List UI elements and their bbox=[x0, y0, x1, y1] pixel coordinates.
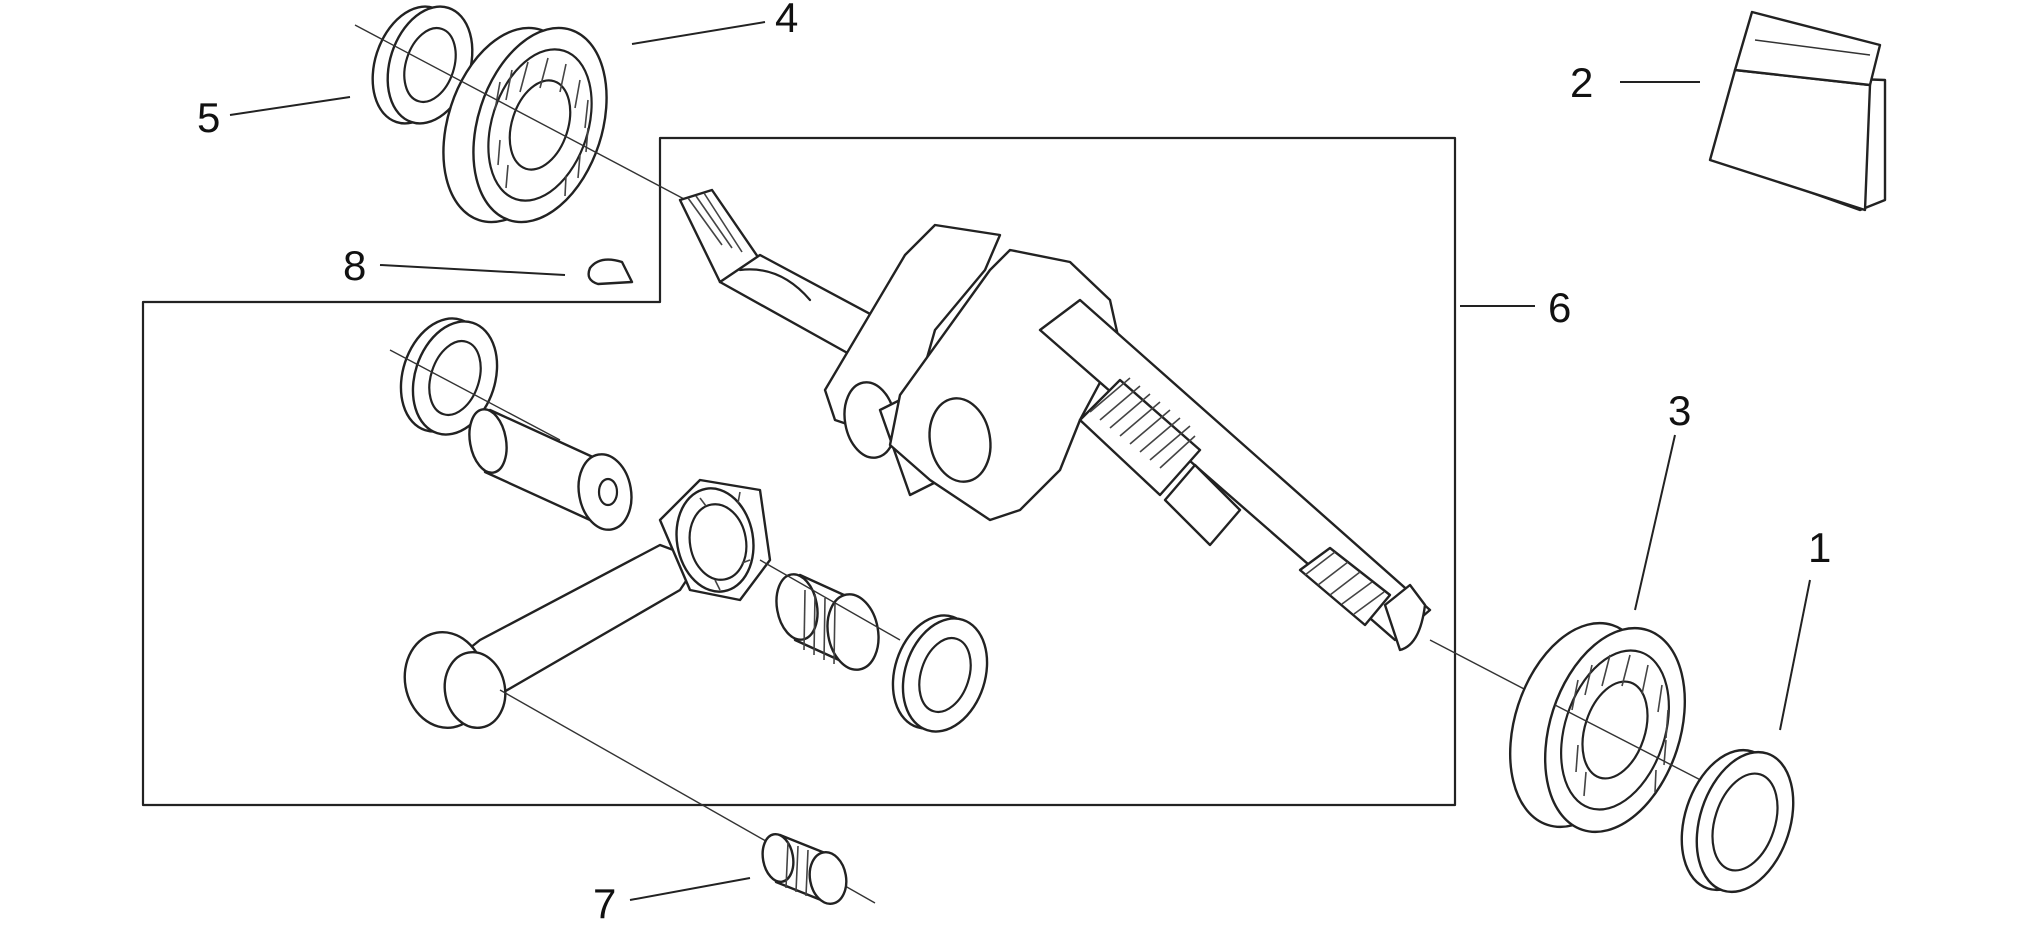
callout-4: 4 bbox=[775, 0, 798, 41]
part-4-ball-bearing bbox=[442, 26, 608, 224]
callout-8: 8 bbox=[343, 242, 366, 289]
callout-2: 2 bbox=[1570, 59, 1593, 106]
crank-pin bbox=[468, 408, 633, 531]
callout-3: 3 bbox=[1668, 387, 1691, 434]
part-8-woodruff-key bbox=[587, 258, 634, 286]
leader-lines bbox=[229, 21, 1811, 901]
callout-7: 7 bbox=[593, 880, 616, 927]
thrust-washer-left bbox=[399, 317, 499, 436]
callout-6: 6 bbox=[1548, 284, 1571, 331]
callout-1: 1 bbox=[1808, 524, 1831, 571]
part-6-crankshaft bbox=[678, 188, 1432, 652]
big-end-needle-bearing bbox=[775, 573, 880, 671]
crankshaft-assembly-boundary bbox=[141, 136, 1457, 807]
part-2-envelope bbox=[1708, 10, 1887, 212]
callout-5: 5 bbox=[197, 94, 220, 141]
thrust-washer-right bbox=[891, 614, 989, 733]
part-1-oil-seal bbox=[1680, 748, 1795, 894]
part-7-needle-bearing bbox=[761, 833, 848, 905]
connecting-rod bbox=[403, 478, 772, 729]
